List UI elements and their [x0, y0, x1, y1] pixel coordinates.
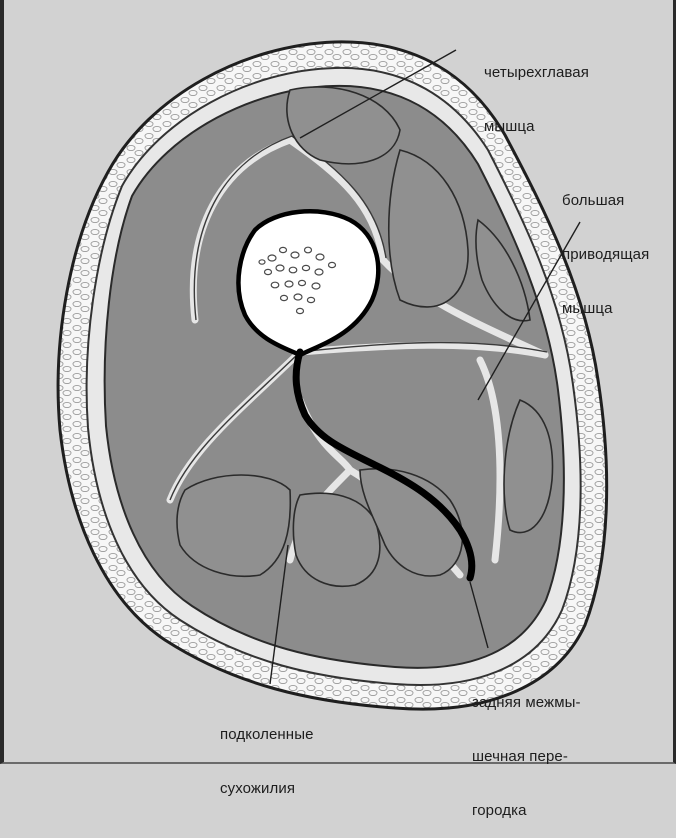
label-adductor-magnus-line-2: приводящая	[562, 246, 649, 264]
label-quadriceps-line-2: мышца	[484, 118, 589, 136]
label-quadriceps-line-1: четырехглавая	[484, 64, 589, 82]
label-hamstrings: подколенные сухожилия	[220, 690, 314, 816]
label-hamstrings-line-1: подколенные	[220, 726, 314, 744]
label-posterior-septum-line-2: шечная пере-	[472, 748, 581, 766]
label-quadriceps: четырехглавая мышца	[484, 28, 589, 154]
biceps-femoris	[177, 475, 290, 576]
label-hamstrings-line-2: сухожилия	[220, 780, 314, 798]
label-posterior-septum-line-1: задняя межмы-	[472, 694, 581, 712]
label-posterior-septum-line-3: городка	[472, 802, 581, 820]
label-posterior-septum: задняя межмы- шечная пере- городка	[472, 658, 581, 838]
label-adductor-magnus-line-1: большая	[562, 192, 649, 210]
label-adductor-magnus-line-3: мышца	[562, 300, 649, 318]
label-adductor-magnus: большая приводящая мышца	[562, 156, 649, 336]
